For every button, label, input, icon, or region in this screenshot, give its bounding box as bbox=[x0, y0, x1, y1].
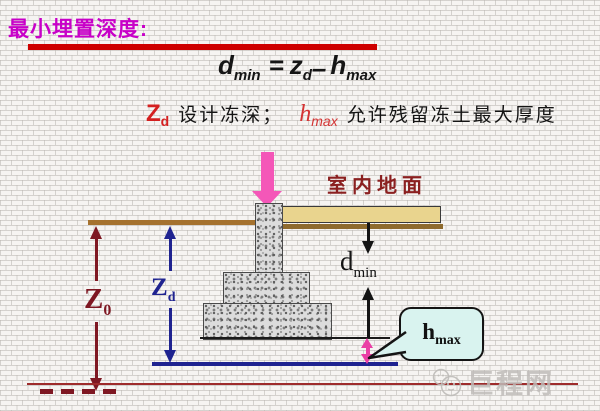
indoor-floor-label: 室内地面 bbox=[327, 175, 427, 197]
zd-arrow-down-icon bbox=[164, 350, 176, 363]
indoor-floor-slab bbox=[281, 206, 441, 223]
foundation-step-bottom bbox=[203, 303, 332, 340]
z0-shaft-upper bbox=[95, 237, 98, 281]
legend-zd: Z bbox=[146, 100, 161, 127]
hmax-arrow-shaft bbox=[366, 346, 370, 356]
hmax-arrow-down-icon bbox=[361, 354, 373, 364]
foundation-base-line bbox=[200, 337, 390, 339]
legend-hmax-text: 允许残留冻土最大厚度 bbox=[346, 105, 557, 126]
ground-freeze-boundary-line bbox=[27, 383, 578, 385]
z0-shaft-lower bbox=[95, 322, 98, 380]
legend-zd-text: 设计冻深； bbox=[178, 105, 284, 126]
legend-line: Zd 设计冻深； hmax 允许残留冻土最大厚度 bbox=[146, 100, 557, 129]
formula-z: z bbox=[289, 50, 303, 80]
dmin-shaft-lower bbox=[367, 298, 370, 338]
legend-zd-sub: d bbox=[160, 113, 170, 129]
design-frost-depth-line bbox=[152, 362, 398, 366]
z0-label: Z0 bbox=[84, 283, 111, 320]
dmin-arrow-up-icon bbox=[362, 287, 374, 300]
formula-z-sub: d bbox=[302, 67, 312, 84]
watermark-text: 巨程网 bbox=[467, 369, 554, 399]
callout-tail-icon bbox=[367, 330, 407, 360]
watermark: 巨程网 bbox=[430, 362, 554, 401]
zd-sub: d bbox=[167, 290, 176, 305]
zd-arrow-up-icon bbox=[164, 226, 176, 239]
dmin-label: dmin bbox=[340, 246, 377, 282]
formula-h: h bbox=[330, 50, 347, 80]
hmax-label: hmax bbox=[422, 319, 460, 349]
legend-hmax-sub: max bbox=[311, 113, 338, 129]
legend-hmax: h bbox=[299, 101, 312, 127]
freeze-boundary-dashes bbox=[40, 389, 120, 394]
z0-arrow-up-icon bbox=[90, 226, 102, 239]
title-underline bbox=[28, 44, 377, 50]
outdoor-ground-line bbox=[88, 220, 255, 225]
zd-label: Zd bbox=[151, 274, 175, 306]
foundation-column bbox=[255, 203, 283, 275]
load-arrow bbox=[261, 152, 274, 192]
hmax-sub: max bbox=[435, 333, 461, 348]
z0-main: Z bbox=[84, 283, 104, 315]
dmin-shaft-upper bbox=[367, 223, 370, 243]
z0-sub: 0 bbox=[103, 302, 112, 319]
hmax-main: h bbox=[422, 319, 436, 344]
indoor-floor-shadow bbox=[281, 224, 443, 229]
formula-h-sub: max bbox=[346, 67, 377, 84]
hmax-callout: hmax bbox=[399, 307, 484, 361]
zd-shaft-upper bbox=[169, 237, 172, 271]
zd-shaft-lower bbox=[169, 308, 172, 352]
dmin-sub: min bbox=[353, 265, 377, 281]
foundation-step-middle bbox=[223, 272, 310, 306]
formula-d: d bbox=[218, 50, 234, 80]
page-title: 最小埋置深度: bbox=[8, 18, 148, 41]
equals-sign: = bbox=[268, 50, 284, 80]
hmax-arrow-up-icon bbox=[361, 338, 373, 348]
formula-dmin: dmin=zd–hmax bbox=[218, 50, 376, 84]
dmin-arrow-down-icon bbox=[362, 241, 374, 254]
dmin-main: d bbox=[340, 246, 354, 276]
formula-d-sub: min bbox=[233, 67, 261, 84]
minus-sign: – bbox=[311, 53, 327, 83]
watermark-logo-icon bbox=[432, 368, 462, 396]
zd-main: Z bbox=[151, 274, 168, 301]
